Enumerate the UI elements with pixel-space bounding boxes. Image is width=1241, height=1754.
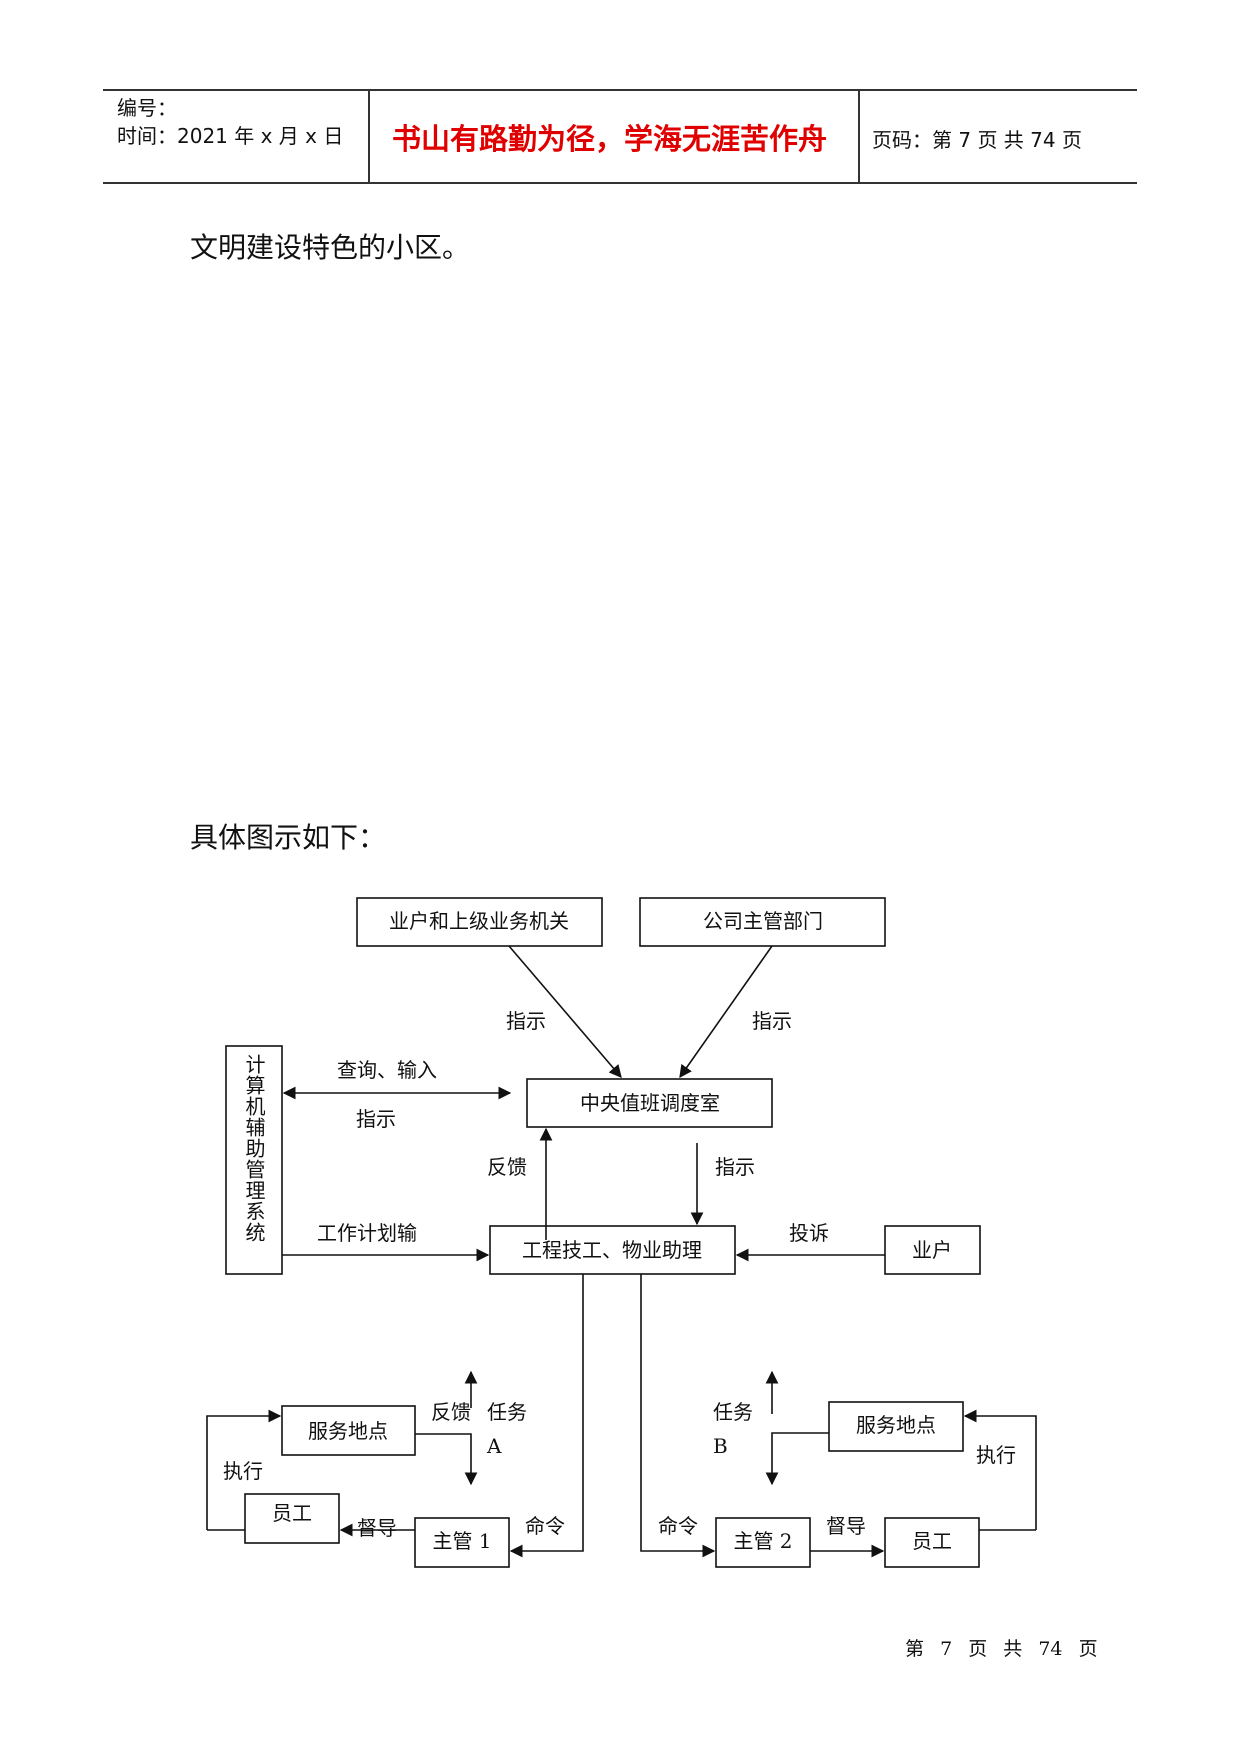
node-supervisor-1: 主管 1 bbox=[432, 1529, 491, 1553]
node-engineering-staff: 工程技工、物业助理 bbox=[522, 1238, 702, 1262]
node-computer-system: 计算机辅助管理系统 bbox=[242, 1054, 266, 1243]
node-supervisor-2: 主管 2 bbox=[733, 1529, 792, 1553]
header-divider-left bbox=[368, 90, 370, 183]
footer-ye2: 页 bbox=[1078, 1638, 1098, 1660]
box-service-a bbox=[281, 1405, 416, 1456]
label-query-input: 查询、输入 bbox=[337, 1058, 437, 1082]
page-label: 页码：第 7 页 共 74 页 bbox=[872, 128, 1082, 152]
arrow-command-a bbox=[509, 1274, 584, 1558]
box-service-b bbox=[828, 1401, 964, 1452]
label-instruct-left: 指示 bbox=[506, 1009, 546, 1033]
arrow-company-to-dispatch bbox=[679, 945, 773, 1079]
label-feedback: 反馈 bbox=[487, 1155, 527, 1179]
arrow-execute-b bbox=[963, 1409, 1037, 1530]
footer-gong: 共 bbox=[1003, 1638, 1023, 1660]
footer-page-number: 7 bbox=[940, 1638, 953, 1660]
arrow-feedback-b bbox=[765, 1432, 829, 1486]
header-motto: 书山有路勤为径，学海无涯苦作舟 bbox=[392, 122, 828, 156]
box-computer-system bbox=[225, 1045, 283, 1275]
label-letter-b: B bbox=[713, 1434, 728, 1458]
label-feedback-a: 反馈 bbox=[431, 1400, 471, 1424]
label-execute-b: 执行 bbox=[976, 1443, 1016, 1467]
label-work-plan: 工作计划输 bbox=[317, 1221, 417, 1245]
body-line-1: 文明建设特色的小区。 bbox=[190, 231, 471, 264]
label-task-b: 任务 bbox=[713, 1400, 753, 1424]
box-central-dispatch bbox=[526, 1078, 773, 1128]
label-complaint: 投诉 bbox=[789, 1221, 829, 1245]
box-engineering-staff bbox=[489, 1225, 736, 1275]
label-command-a: 命令 bbox=[525, 1514, 565, 1538]
node-service-a: 服务地点 bbox=[308, 1419, 388, 1443]
node-owners-authorities: 业户和上级业务机关 bbox=[389, 909, 569, 933]
label-supervise-a: 督导 bbox=[357, 1516, 397, 1540]
box-employee-b bbox=[884, 1517, 980, 1568]
box-owner bbox=[884, 1225, 981, 1275]
label-instruct-right: 指示 bbox=[752, 1009, 792, 1033]
node-employee-b: 员工 bbox=[912, 1529, 952, 1553]
box-owners-authorities bbox=[356, 897, 603, 947]
header-top-rule bbox=[103, 89, 1137, 91]
time-label: 时间：2021 年 x 月 x 日 bbox=[117, 124, 344, 148]
arrow-owners-to-dispatch bbox=[508, 945, 622, 1078]
node-owner: 业户 bbox=[912, 1238, 952, 1262]
box-supervisor-2 bbox=[715, 1517, 811, 1568]
box-company-dept bbox=[639, 897, 886, 947]
footer-di: 第 bbox=[905, 1638, 925, 1660]
arrow-execute-a bbox=[206, 1409, 282, 1530]
node-central-dispatch: 中央值班调度室 bbox=[580, 1091, 720, 1115]
label-instruct-down: 指示 bbox=[715, 1155, 755, 1179]
body-line-2: 具体图示如下： bbox=[190, 821, 387, 854]
label-task-a: 任务 bbox=[487, 1400, 527, 1424]
arrow-command-b bbox=[640, 1274, 716, 1558]
serial-label: 编号： bbox=[117, 96, 177, 120]
page-footer: 第 7 页 共 74 页 bbox=[905, 1634, 1108, 1661]
label-supervise-b: 督导 bbox=[826, 1514, 866, 1538]
label-instruct-system: 指示 bbox=[356, 1107, 396, 1131]
box-supervisor-1 bbox=[414, 1517, 510, 1568]
label-command-b: 命令 bbox=[658, 1514, 698, 1538]
footer-total-pages: 74 bbox=[1038, 1638, 1063, 1660]
label-letter-a: A bbox=[486, 1434, 502, 1458]
box-employee-a bbox=[244, 1493, 340, 1544]
node-employee-a: 员工 bbox=[272, 1501, 312, 1525]
header-bottom-rule bbox=[103, 182, 1137, 184]
node-company-dept: 公司主管部门 bbox=[703, 909, 823, 933]
node-service-b: 服务地点 bbox=[856, 1413, 936, 1437]
footer-ye: 页 bbox=[968, 1638, 988, 1660]
arrow-feedback-a bbox=[415, 1433, 478, 1486]
label-execute-a: 执行 bbox=[223, 1459, 263, 1483]
header-divider-right bbox=[858, 90, 860, 183]
